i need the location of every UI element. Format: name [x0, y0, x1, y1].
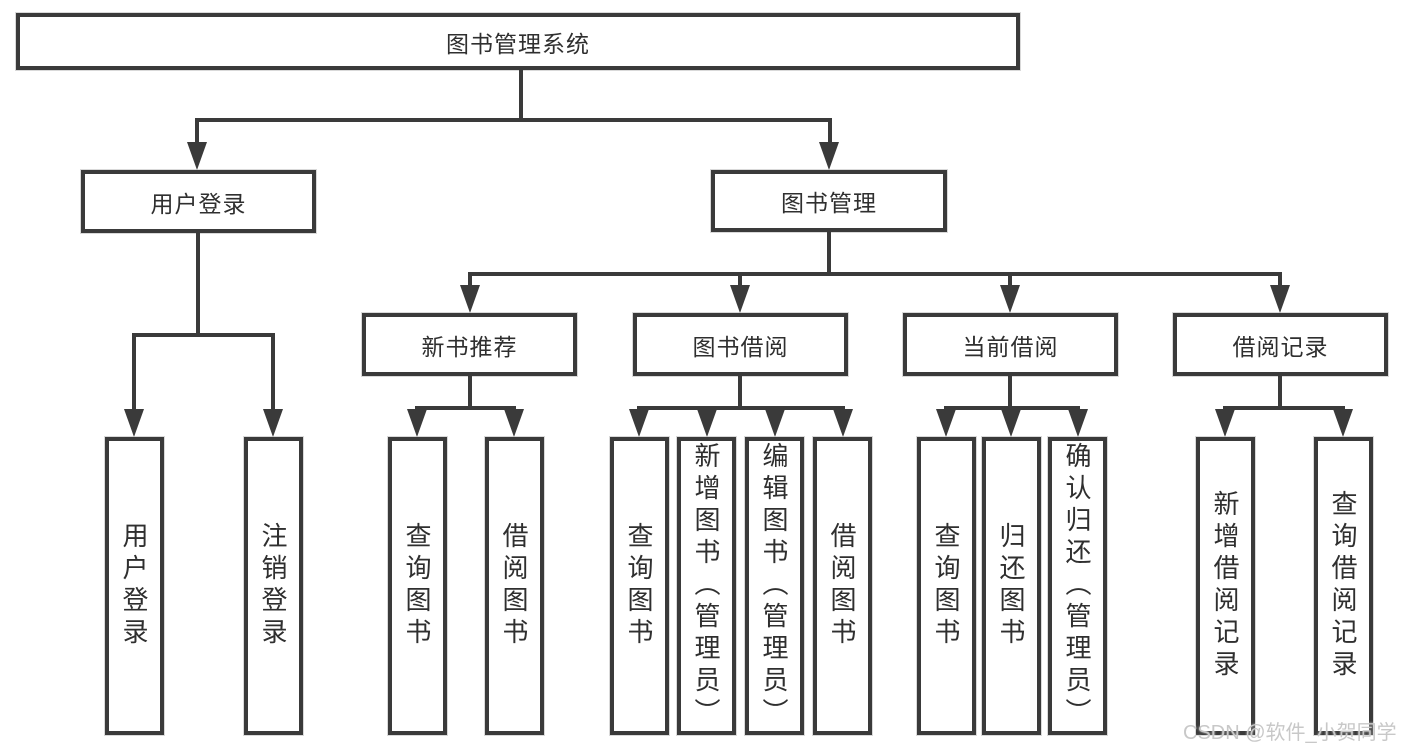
arrowhead-icon: [187, 142, 207, 170]
arrowhead-icon: [765, 409, 785, 437]
arrowhead-icon: [730, 285, 750, 313]
connector-line: [828, 118, 832, 146]
arrowhead-icon: [936, 409, 956, 437]
arrowhead-icon: [1215, 409, 1235, 437]
leaf-add-book-admin: 新增图书（管理员）: [677, 437, 736, 735]
arrowhead-icon: [407, 409, 427, 437]
leaf-borrow-book: 借阅图书: [485, 437, 544, 735]
connector-line: [195, 118, 199, 146]
arrowhead-icon: [1270, 285, 1290, 313]
connector-line: [132, 333, 136, 413]
node-user-login: 用户登录: [81, 170, 316, 233]
leaf-return-book: 归还图书: [982, 437, 1041, 735]
connector-line: [468, 376, 472, 410]
connector-line: [132, 333, 275, 337]
connector-line: [827, 232, 831, 276]
connector-line: [637, 406, 845, 410]
arrowhead-icon: [1000, 285, 1020, 313]
arrowhead-icon: [819, 142, 839, 170]
connector-line: [1223, 406, 1345, 410]
connector-line: [1008, 376, 1012, 410]
leaf-confirm-return-admin: 确认归还（管理员）: [1048, 437, 1107, 735]
leaf-edit-book-admin: 编辑图书（管理员）: [745, 437, 804, 735]
leaf-query-borrow-record: 查询借阅记录: [1314, 437, 1373, 735]
arrowhead-icon: [124, 409, 144, 437]
arrowhead-icon: [504, 409, 524, 437]
node-book-management: 图书管理: [711, 170, 947, 232]
connector-line: [519, 70, 523, 122]
arrowhead-icon: [1001, 409, 1021, 437]
connector-line: [738, 272, 742, 288]
node-library-management-system: 图书管理系统: [16, 13, 1020, 70]
leaf-borrow-book: 借阅图书: [813, 437, 872, 735]
arrowhead-icon: [1068, 409, 1088, 437]
connector-line: [1278, 376, 1282, 410]
node-book-borrowing: 图书借阅: [633, 313, 848, 376]
csdn-watermark: CSDN @软件_小贺同学: [1183, 722, 1397, 744]
leaf-add-borrow-record: 新增借阅记录: [1196, 437, 1255, 735]
node-borrowing-records: 借阅记录: [1173, 313, 1388, 376]
leaf-query-book: 查询图书: [917, 437, 976, 735]
connector-line: [415, 406, 516, 410]
connector-line: [1008, 272, 1012, 288]
arrowhead-icon: [697, 409, 717, 437]
connector-line: [738, 376, 742, 410]
arrowhead-icon: [833, 409, 853, 437]
connector-line: [944, 406, 1080, 410]
leaf-user-login: 用户登录: [105, 437, 164, 735]
leaf-query-book: 查询图书: [388, 437, 447, 735]
connector-line: [195, 118, 832, 122]
arrowhead-icon: [1333, 409, 1353, 437]
connector-line: [468, 272, 1282, 276]
leaf-query-book: 查询图书: [610, 437, 669, 735]
connector-line: [1278, 272, 1282, 288]
arrowhead-icon: [629, 409, 649, 437]
leaf-logout: 注销登录: [244, 437, 303, 735]
arrowhead-icon: [263, 409, 283, 437]
connector-line: [196, 233, 200, 337]
node-current-borrowing: 当前借阅: [903, 313, 1118, 376]
node-new-book-recommendation: 新书推荐: [362, 313, 577, 376]
connector-line: [468, 272, 472, 288]
connector-line: [271, 333, 275, 413]
arrowhead-icon: [460, 285, 480, 313]
